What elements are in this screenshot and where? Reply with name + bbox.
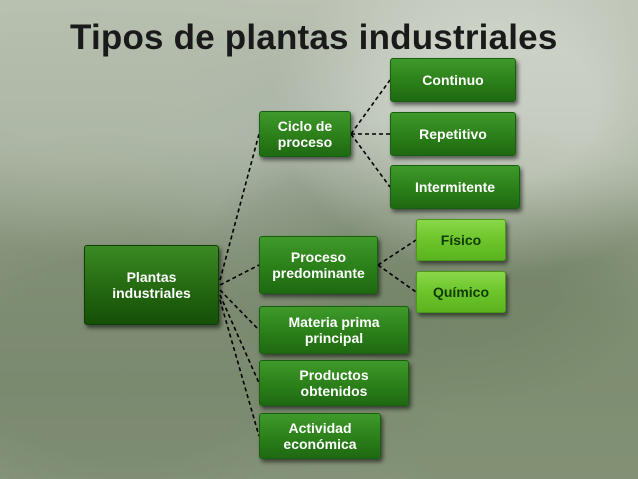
- connector-proceso-quimico: [377, 264, 417, 293]
- node-actividad-economica: Actividad económica: [259, 413, 381, 459]
- connector-ciclo-continuo: [350, 79, 391, 135]
- node-continuo: Continuo: [390, 58, 516, 102]
- node-label: Químico: [432, 284, 489, 300]
- node-label: Repetitivo: [419, 126, 487, 142]
- node-productos-obtenidos: Productos obtenidos: [259, 360, 409, 406]
- node-label: Físico: [440, 232, 482, 248]
- node-label: Intermitente: [414, 179, 496, 195]
- node-proceso-predominante: Proceso predominante: [259, 236, 378, 294]
- connector-proceso-fisico: [377, 239, 417, 266]
- slide-title: Tipos de plantas industriales: [70, 18, 558, 57]
- node-quimico: Químico: [416, 271, 506, 313]
- node-label: Plantas industriales: [112, 269, 191, 301]
- node-repetitivo: Repetitivo: [390, 112, 516, 156]
- node-label: Ciclo de proceso: [277, 118, 333, 150]
- node-materia-prima-principal: Materia prima principal: [259, 306, 409, 354]
- node-ciclo-de-proceso: Ciclo de proceso: [259, 111, 351, 157]
- node-label: Actividad económica: [283, 420, 357, 452]
- connector-ciclo-intermitente: [350, 133, 391, 188]
- node-fisico: Físico: [416, 219, 506, 261]
- connector-root-productos: [219, 294, 260, 384]
- connector-root-materia: [219, 289, 260, 331]
- connector-root-proceso: [219, 264, 260, 286]
- node-plantas-industriales: Plantas industriales: [84, 245, 219, 325]
- node-intermitente: Intermitente: [390, 165, 520, 209]
- node-label: Continuo: [422, 72, 484, 88]
- node-label: Proceso predominante: [272, 249, 365, 281]
- connector-root-ciclo: [219, 133, 260, 281]
- node-label: Productos obtenidos: [299, 367, 369, 399]
- node-label: Materia prima principal: [288, 314, 380, 346]
- connector-root-actividad: [219, 299, 260, 437]
